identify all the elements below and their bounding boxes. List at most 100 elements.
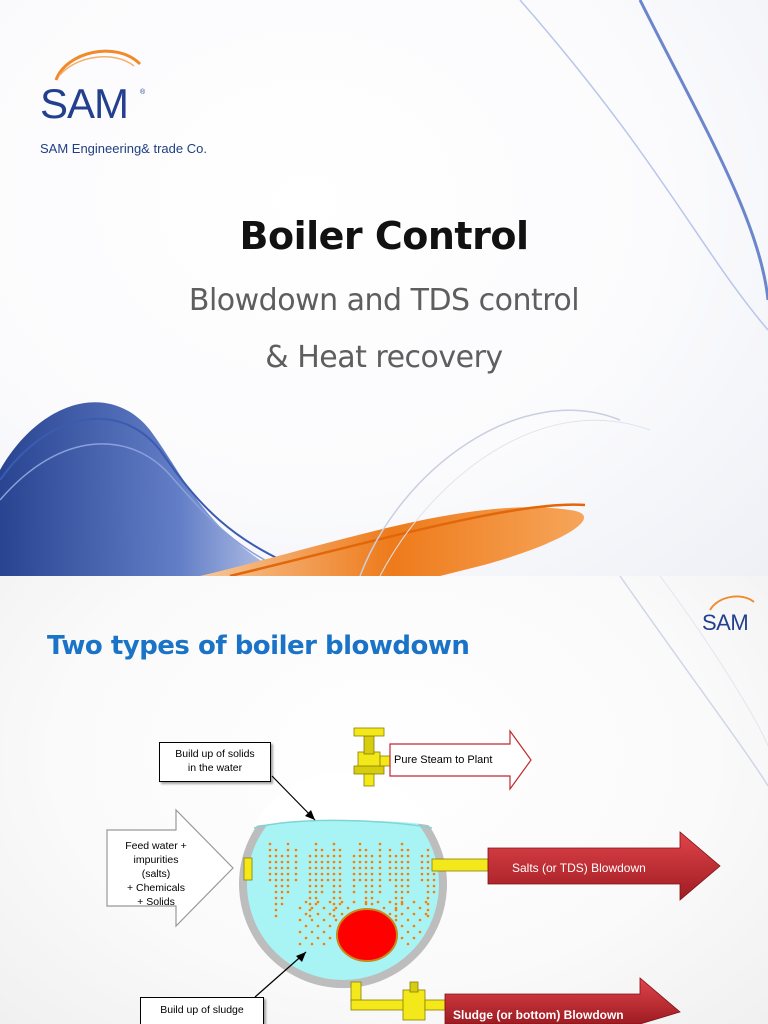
solid-particle <box>308 854 312 858</box>
solid-particle <box>352 854 356 858</box>
solid-particle <box>424 912 428 916</box>
registered-mark: ® <box>140 88 146 96</box>
solid-particle <box>388 848 392 852</box>
solid-particle <box>286 854 290 858</box>
solid-particle <box>274 908 278 912</box>
solid-particle <box>268 878 272 882</box>
solid-particle <box>320 872 324 876</box>
solid-particle <box>286 842 290 846</box>
solid-particle <box>280 872 284 876</box>
solid-particle <box>394 896 398 900</box>
solid-particle <box>332 902 336 906</box>
solid-particle <box>426 902 430 906</box>
solid-particle <box>314 896 318 900</box>
solid-particle <box>308 878 312 882</box>
solid-particle <box>418 930 422 934</box>
solid-particle <box>314 902 318 906</box>
solid-particle <box>326 872 330 876</box>
solid-particle <box>432 890 436 894</box>
solid-particle <box>418 918 422 922</box>
logo-text-small: SAM <box>702 610 748 634</box>
solid-particle <box>406 884 410 888</box>
solid-particle <box>388 900 392 904</box>
solid-particle <box>314 848 318 852</box>
solid-particle <box>320 854 324 858</box>
solid-particle <box>358 872 362 876</box>
solid-particle <box>388 866 392 870</box>
solid-particle <box>280 884 284 888</box>
solid-particle <box>378 848 382 852</box>
solid-particle <box>370 890 374 894</box>
solid-particle <box>394 918 398 922</box>
solid-particle <box>406 860 410 864</box>
solid-particle <box>294 860 298 864</box>
tds-blowdown-label: Salts (or TDS) Blowdown <box>512 861 646 875</box>
solid-particle <box>274 860 278 864</box>
solid-particle <box>328 900 332 904</box>
solid-particle <box>304 936 308 940</box>
company-name: SAM Engineering& trade Co. <box>40 141 207 156</box>
solid-particle <box>286 848 290 852</box>
solid-particle <box>338 890 342 894</box>
solid-particle <box>400 912 404 916</box>
solid-particle <box>376 900 380 904</box>
swoosh-background <box>0 0 768 576</box>
solid-particle <box>352 884 356 888</box>
solid-particle <box>432 878 436 882</box>
solid-particle <box>322 906 326 910</box>
solid-particle <box>332 884 336 888</box>
solid-particle <box>294 872 298 876</box>
solid-particle <box>418 906 422 910</box>
solid-particle <box>364 902 368 906</box>
solid-particle <box>308 914 312 918</box>
solid-particle <box>400 872 404 876</box>
solid-particle <box>364 878 368 882</box>
solid-particle <box>400 854 404 858</box>
solid-particle <box>426 854 430 858</box>
steam-label: Pure Steam to Plant <box>394 754 493 766</box>
solid-particle <box>406 906 410 910</box>
tds-blowdown-arrow <box>487 831 721 901</box>
solid-particle <box>310 930 314 934</box>
solid-particle <box>358 866 362 870</box>
solid-particle <box>338 866 342 870</box>
solid-particle <box>280 896 284 900</box>
solid-particle <box>298 930 302 934</box>
solid-particle <box>394 914 398 918</box>
sam-logo: SAM ® <box>40 49 146 127</box>
feed-water-label: Feed water + impurities (salts) + Chemic… <box>108 839 204 909</box>
solid-particle <box>286 884 290 888</box>
solid-particle <box>320 884 324 888</box>
solid-particle <box>274 914 278 918</box>
solid-particle <box>388 912 392 916</box>
solid-particle <box>332 866 336 870</box>
solid-particle <box>406 866 410 870</box>
solid-particle <box>274 854 278 858</box>
solid-particle <box>286 866 290 870</box>
boiler-drum <box>239 771 447 988</box>
solid-particle <box>364 848 368 852</box>
solid-particle <box>364 884 368 888</box>
solid-particle <box>364 900 368 904</box>
solid-particle <box>274 902 278 906</box>
solid-particle <box>388 878 392 882</box>
solid-particle <box>426 890 430 894</box>
solid-particle <box>338 896 342 900</box>
solid-particle <box>326 866 330 870</box>
solid-particle <box>314 890 318 894</box>
solid-particle <box>394 854 398 858</box>
solid-particle <box>370 902 374 906</box>
solid-particle <box>322 942 326 946</box>
solid-particle <box>394 902 398 906</box>
solid-particle <box>358 854 362 858</box>
solid-particle <box>334 918 338 922</box>
solid-particle <box>378 842 382 846</box>
solid-particle <box>426 866 430 870</box>
solid-particle <box>370 854 374 858</box>
solid-particle <box>314 854 318 858</box>
solid-particle <box>268 842 272 846</box>
solid-particle <box>308 884 312 888</box>
solid-particle <box>400 936 404 940</box>
solid-particle <box>280 866 284 870</box>
solid-particle <box>406 942 410 946</box>
